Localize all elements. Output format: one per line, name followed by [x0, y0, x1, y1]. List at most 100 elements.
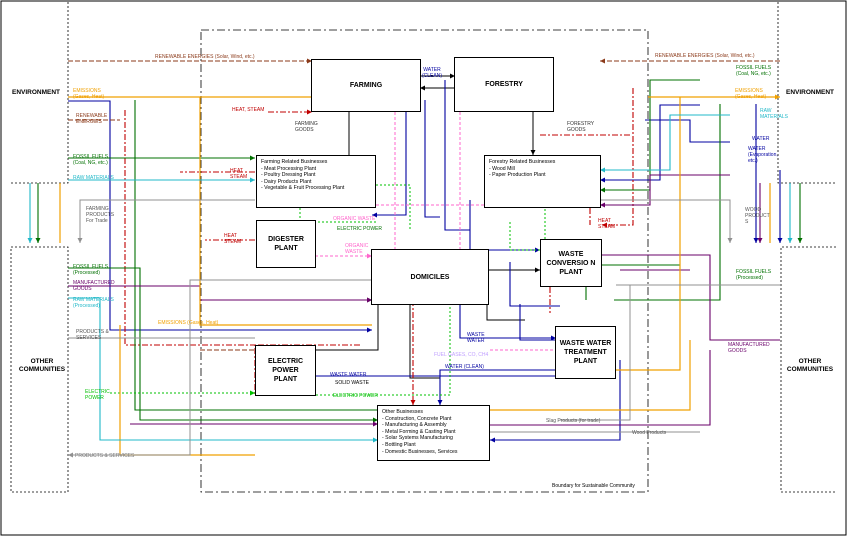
label-products-services-left: PRODUCTS &SERVICES [76, 329, 109, 341]
env-right-boundary [777, 2, 836, 184]
label-water-evaporation: WATER(Evaporation,etc.) [748, 146, 778, 164]
forestry-related-box: Forestry Related Businesses - Wood Mill … [484, 155, 601, 208]
flow-lime-4 [316, 300, 451, 396]
flow-green-4 [134, 100, 378, 411]
flow-black-8 [316, 305, 379, 351]
label-slag-products: Slag Products (for trade) [546, 418, 601, 424]
other-businesses-title: Other Businesses [382, 409, 423, 415]
flow-red-2 [124, 110, 255, 346]
flow-purple-4 [490, 350, 711, 426]
flow-purple-3 [600, 254, 780, 341]
environment-right-label: ENVIRONMENT [785, 89, 835, 96]
digester-plant-box: DIGESTER PLANT [256, 220, 316, 268]
flow-blue-9 [459, 305, 556, 341]
flow-blue-15 [509, 262, 560, 307]
flow-green-5 [600, 79, 700, 193]
flow-red-5 [602, 88, 634, 228]
farming-related-item: - Poultry Dressing Plant [261, 172, 316, 179]
domiciles-box: DOMICILES [371, 249, 489, 305]
label-organic-waste-1: ORGANIC WASTE [333, 216, 376, 222]
other-left-boundary [10, 246, 69, 493]
flow-purple-2 [600, 174, 730, 208]
label-raw-left: RAW MATERIALS [73, 175, 114, 181]
farming-related-box: Farming Related Businesses - Meat Proces… [256, 155, 376, 208]
flow-black-6 [486, 300, 525, 321]
flow-black-7 [407, 300, 440, 379]
farming-related-item: - Dairy Products Plant [261, 178, 312, 185]
label-fossil-right-processed: FOSSIL FUELS(Processed) [736, 269, 772, 281]
label-water-clean: WATER(CLEAN) [422, 67, 443, 79]
farming-box: FARMING [311, 59, 421, 112]
label-renew-top-right: RENEWABLE ENERGIES (Solar, Wind, etc.) [655, 53, 755, 59]
label-electric-power-1: ELECTRIC POWER [337, 226, 383, 232]
label-emissions-left: EMISSIONS(Gases, Heat) [73, 88, 105, 100]
label-raw-left-processed: RAW MATERIALS(Processed) [73, 297, 114, 309]
label-heat-steam-top: HEAT, STEAM [232, 107, 265, 113]
forestry-related-item: - Wood Mill [489, 165, 515, 172]
forestry-box: FORESTRY [454, 57, 554, 112]
flow-teal-3 [600, 114, 730, 173]
label-water-clean-2: WATER (CLEAN) [445, 364, 484, 370]
label-emissions-mid: EMISSIONS (Gases, Heat) [158, 320, 219, 326]
label-fossil-left: FOSSIL FUELS(Coal, NG, etc.) [73, 154, 109, 166]
environment-left-label: ENVIRONMENT [11, 89, 61, 96]
flow-blue-2 [372, 70, 407, 218]
flow-blue-4 [444, 80, 470, 231]
flow-orange-8 [490, 340, 691, 411]
flow-gray-1 [77, 199, 255, 243]
other-businesses-item: - Metal Forming & Casting Plant [382, 428, 456, 435]
farming-related-item: - Vegetable & Fruit Processing Plant [261, 185, 345, 192]
flow-blue-8 [519, 304, 560, 343]
flow-gray-3 [68, 279, 372, 458]
electric-power-plant-box: ELECTRIC POWER PLANT [255, 345, 316, 396]
flow-green-6 [614, 104, 721, 301]
flow-blue-1 [68, 100, 372, 333]
flow-lime-1 [376, 184, 411, 230]
flow-gray-4 [600, 199, 733, 243]
community-boundary-label: Boundary for Sustainable Community [552, 483, 635, 489]
other-businesses-item: - Manufacturing & Assembly [382, 422, 447, 429]
farming-related-title: Farming Related Businesses [261, 159, 328, 165]
label-emissions-right: EMISSIONS(Gases, Heat) [735, 88, 767, 100]
label-water-right: WATER [752, 136, 770, 142]
label-electric-power-2: ELECTRIC POWER [333, 393, 379, 399]
flow-blue-3 [424, 100, 440, 218]
flow-teal-2 [68, 297, 378, 443]
flow-orange-2 [199, 97, 372, 326]
other-businesses-item: - Construction, Concrete Plant [382, 415, 452, 422]
label-products-services-bottom: PRODUCTS & SERVICES [75, 453, 135, 459]
farming-related-item: - Meat Processing Plant [261, 165, 317, 172]
other-businesses-item: - Domestic Businesses, Services [382, 448, 458, 455]
other-businesses-item: - Bottling Plant [382, 441, 416, 448]
other-right-boundary [780, 246, 836, 493]
flow-orange-5 [616, 97, 681, 371]
label-waste-water-2: WASTE WATER [330, 372, 367, 378]
flow-green-2 [68, 267, 378, 423]
label-wood-products-bottom: Wood Products [632, 430, 667, 436]
forestry-related-title: Forestry Related Businesses [489, 159, 556, 165]
label-fossil-left-processed: FOSSIL FUELS(Processed) [73, 264, 109, 276]
env-left-boundary [11, 2, 69, 184]
flow-blue-7 [645, 119, 730, 143]
flow-blue-10 [437, 369, 556, 405]
waste-conversion-plant-box: WASTE CONVERSIO N PLANT [540, 239, 602, 287]
other-businesses-box: Other Businesses - Construction, Concret… [377, 405, 490, 461]
label-fossil-right-top: FOSSIL FUELS(Coal, NG, etc.) [736, 65, 772, 77]
other-businesses-item: - Solar Systems Manufacturing [382, 435, 453, 442]
